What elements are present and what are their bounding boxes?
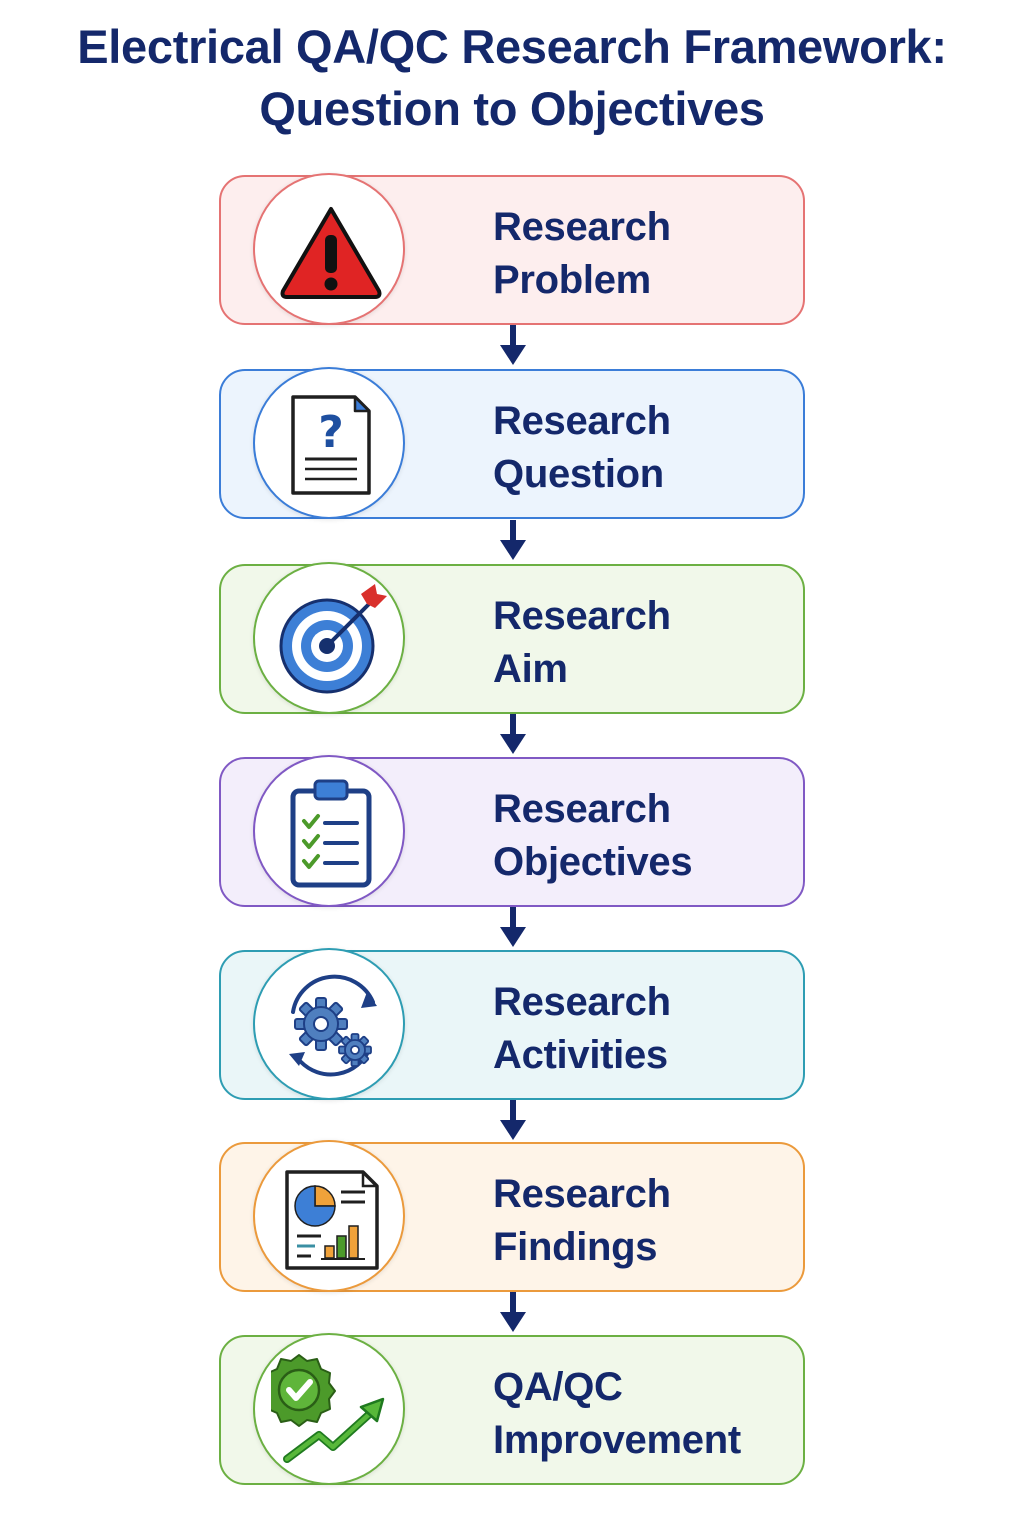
target-icon	[279, 584, 387, 694]
icon-circle	[253, 1140, 405, 1292]
step-label-line-1: Research	[493, 980, 671, 1024]
step-label: Research Problem	[493, 201, 671, 307]
step-label-line-1: QA/QC	[493, 1365, 623, 1409]
checklist-clipboard-icon	[290, 779, 372, 888]
flow-arrow-down	[500, 1292, 526, 1332]
step-label-line-2: Findings	[493, 1225, 658, 1269]
flow-arrow-down	[500, 520, 526, 560]
step-research-activities: Research Activities	[219, 948, 805, 1100]
flow-arrow-down	[500, 907, 526, 947]
step-label-line-1: Research	[493, 787, 671, 831]
step-label: Research Question	[493, 395, 671, 501]
icon-circle	[253, 562, 405, 714]
step-research-question: ? Research Question	[219, 367, 805, 519]
icon-circle	[253, 1333, 405, 1485]
diagram-title-line-1: Electrical QA/QC Research Framework:	[77, 20, 947, 73]
flow-arrow-down	[500, 714, 526, 754]
gears-cycle-icon	[289, 974, 377, 1077]
step-label-line-2: Problem	[493, 258, 651, 302]
step-label-line-1: Research	[493, 1172, 671, 1216]
step-label-line-2: Question	[493, 452, 664, 496]
step-label: Research Activities	[493, 976, 671, 1082]
step-label: Research Aim	[493, 590, 671, 696]
flow-arrow-down	[500, 325, 526, 365]
icon-circle	[253, 173, 405, 325]
report-chart-icon	[285, 1170, 379, 1270]
step-label-line-2: Improvement	[493, 1418, 741, 1462]
step-qaqc-improvement: QA/QC Improvement	[219, 1333, 805, 1485]
diagram-title-line-2: Question to Objectives	[259, 82, 765, 135]
step-label: Research Findings	[493, 1168, 671, 1274]
question-document-icon: ?	[291, 395, 371, 495]
step-research-objectives: Research Objectives	[219, 755, 805, 907]
step-label-line-1: Research	[493, 399, 671, 443]
step-label-line-2: Activities	[493, 1033, 668, 1077]
flow-arrow-down	[500, 1100, 526, 1140]
step-research-problem: Research Problem	[219, 173, 805, 325]
approval-growth-icon	[271, 1354, 385, 1463]
step-label-line-1: Research	[493, 205, 671, 249]
step-label-line-2: Aim	[493, 647, 568, 691]
step-label: Research Objectives	[493, 783, 693, 889]
icon-circle: ?	[253, 367, 405, 519]
step-research-aim: Research Aim	[219, 562, 805, 714]
warning-icon	[280, 207, 382, 299]
step-label: QA/QC Improvement	[493, 1361, 741, 1467]
step-label-line-1: Research	[493, 594, 671, 638]
step-label-line-2: Objectives	[493, 840, 693, 884]
icon-circle	[253, 948, 405, 1100]
step-research-findings: Research Findings	[219, 1140, 805, 1292]
icon-circle	[253, 755, 405, 907]
svg-text:?: ?	[318, 407, 344, 458]
